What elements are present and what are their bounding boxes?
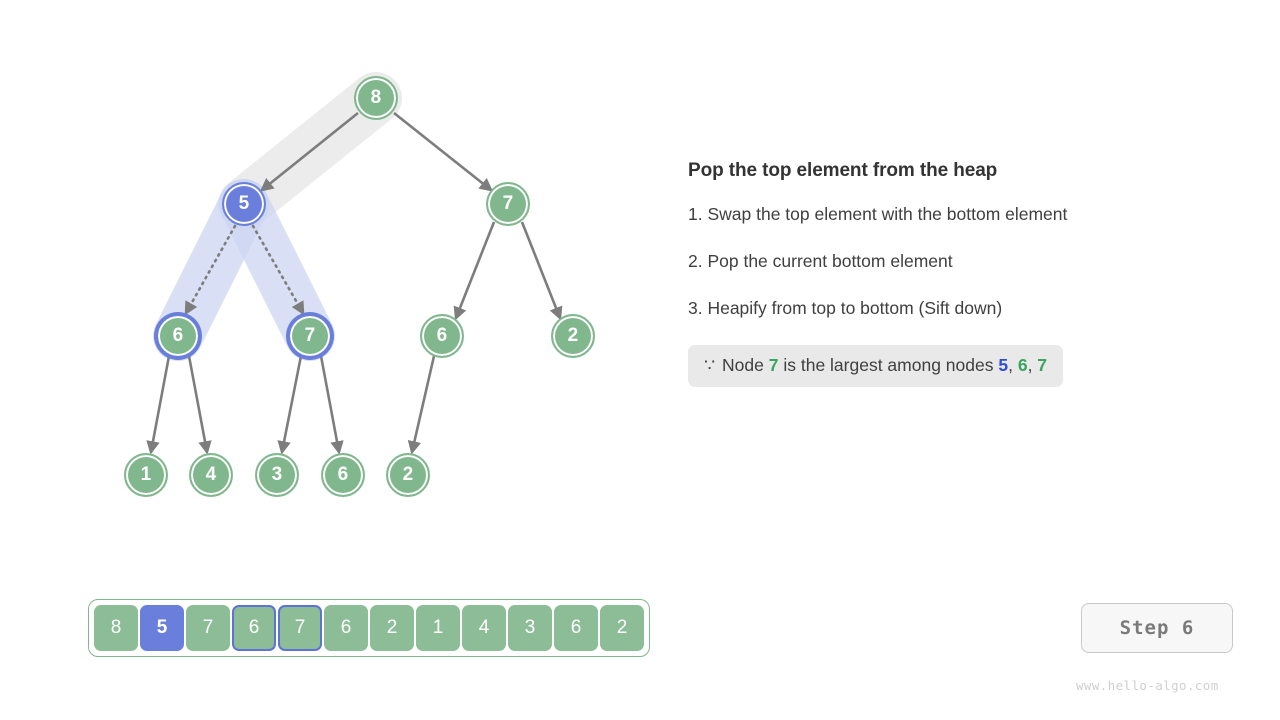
hint-candidate-2: 6 (1017, 355, 1028, 375)
array-cell-7[interactable]: 1 (416, 605, 460, 651)
instruction-step-3: 3. Heapify from top to bottom (Sift down… (688, 298, 1003, 318)
tree-leaf-2[interactable]: 2 (386, 453, 430, 497)
hint-sep-1: , (1008, 355, 1018, 375)
tree-edges-svg (146, 72, 563, 455)
hint-middle: is the largest among nodes (783, 355, 994, 375)
tree-node-7-child[interactable]: 7 (288, 314, 332, 358)
instruction-step-2: 2. Pop the current bottom element (688, 251, 953, 271)
array-cell-2[interactable]: 7 (186, 605, 230, 651)
edge-8-to-7 (393, 111, 494, 192)
array-cell-10[interactable]: 6 (554, 605, 598, 651)
watermark: www.hello-algo.com (1076, 678, 1219, 693)
array-cell-5[interactable]: 6 (324, 605, 368, 651)
hint-node-value: 7 (768, 355, 779, 375)
heap-array-view: 8 5 7 6 7 6 2 1 4 3 6 2 (88, 599, 650, 657)
tree-leaf-6[interactable]: 6 (321, 453, 365, 497)
edge-7-to-6 (453, 221, 496, 321)
edge-7b-to-6 (319, 355, 344, 455)
hint-sep-2: , (1027, 355, 1038, 375)
tree-leaf-4[interactable]: 4 (189, 453, 233, 497)
hint-prefix: Node (722, 355, 764, 375)
edge-8-to-5 (259, 111, 359, 192)
array-cell-3[interactable]: 6 (232, 605, 276, 651)
tree-node-8[interactable]: 8 (354, 76, 398, 120)
step-badge[interactable]: Step 6 (1081, 603, 1233, 653)
page-title: Pop the top element from the heap (688, 160, 998, 181)
tree-node-5-active[interactable]: 5 (222, 182, 266, 226)
edge-7b-to-3 (277, 355, 303, 455)
array-cell-9[interactable]: 3 (508, 605, 552, 651)
array-cell-4[interactable]: 7 (278, 605, 322, 651)
tree-leaf-3[interactable]: 3 (255, 453, 299, 497)
tree-edges-dotted (184, 224, 305, 316)
edge-6-to-4 (187, 355, 212, 455)
instruction-step-1: 1. Swap the top element with the bottom … (688, 204, 1068, 224)
hint-candidate-1: 5 (998, 355, 1009, 375)
edge-dotted-5-to-6 (184, 224, 237, 316)
tree-node-7-right[interactable]: 7 (486, 182, 530, 226)
tree-node-2-right[interactable]: 2 (551, 314, 595, 358)
explanation-panel: Pop the top element from the heap 1. Swa… (688, 160, 1228, 387)
array-cell-8[interactable]: 4 (462, 605, 506, 651)
tree-edges-solid (146, 111, 563, 455)
tree-node-6-child[interactable]: 6 (156, 314, 200, 358)
array-cell-0[interactable]: 8 (94, 605, 138, 651)
edge-6b-to-2 (407, 355, 436, 455)
hint-candidates: 5, 6, 7 (998, 355, 1047, 375)
tree-node-6-right[interactable]: 6 (420, 314, 464, 358)
because-symbol: ∵ (704, 355, 716, 375)
array-cell-11[interactable]: 2 (600, 605, 644, 651)
array-cell-6[interactable]: 2 (370, 605, 414, 651)
edge-6-to-1 (146, 355, 171, 455)
heap-tree-diagram: 8 5 7 6 7 6 2 1 4 3 6 2 (0, 0, 660, 540)
highlight-bands (153, 72, 402, 361)
edge-7-to-2 (520, 221, 563, 321)
hint-candidate-3: 7 (1037, 355, 1048, 375)
reasoning-hint-box: ∵ Node 7 is the largest among nodes 5, 6… (688, 345, 1064, 387)
edge-dotted-5-to-7 (251, 224, 305, 316)
array-cell-1[interactable]: 5 (140, 605, 184, 651)
tree-leaf-1[interactable]: 1 (124, 453, 168, 497)
